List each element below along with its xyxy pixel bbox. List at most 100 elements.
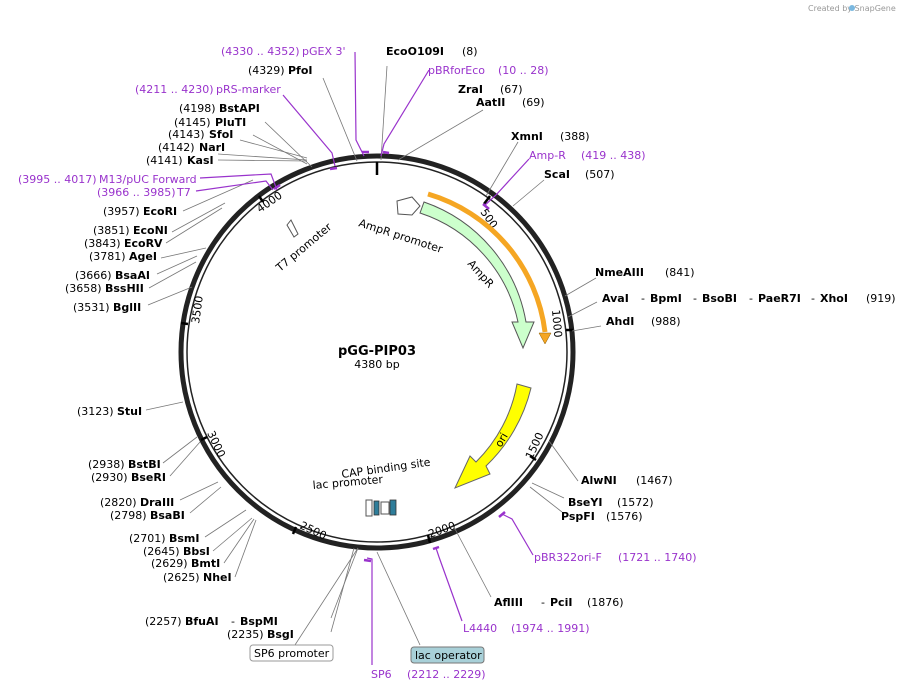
enzyme-position: (1576) [606,510,643,523]
enzyme-position: (2820) [100,496,137,509]
primer-label[interactable]: SP6 [371,668,392,681]
enzyme-label[interactable]: BseYI [568,496,602,509]
enzyme-label[interactable]: BfuAI [185,615,219,628]
enzyme-label[interactable]: PspFI [561,510,595,523]
enzyme-position: (2930) [91,471,128,484]
enzymes-left: (4329) PfoI (4198) BstAPI (4145) PluTI (… [65,64,313,641]
enzyme-label[interactable]: XmnI [511,130,543,143]
enzyme-label[interactable]: PaeR7I [758,292,801,305]
svg-text:-: - [749,292,753,305]
enzyme-position: (841) [665,266,695,279]
enzyme-position: (2629) [151,557,188,570]
sp6-promoter-box[interactable] [249,644,334,662]
enzyme-position: (2625) [163,571,200,584]
enzyme-label[interactable]: ScaI [544,168,570,181]
enzyme-label[interactable]: BsgI [267,628,294,641]
svg-text:-: - [541,596,545,609]
enzyme-position: (2701) [129,532,166,545]
enzyme-position: (4329) [248,64,285,77]
enzyme-label[interactable]: AgeI [129,250,157,263]
enzyme-label[interactable]: AlwNI [581,474,617,487]
enzyme-label[interactable]: NarI [199,141,225,154]
svg-text:-: - [811,292,815,305]
enzyme-position: (4145) [174,116,211,129]
lac-operator-box-label: lac operator [415,649,482,662]
ruler-tick [529,454,537,462]
enzyme-label[interactable]: StuI [117,405,142,418]
enzyme-label[interactable]: AvaI [602,292,629,305]
svg-text:-: - [693,292,697,305]
sp6-promoter-label: SP6 promoter [254,647,330,660]
enzyme-label[interactable]: BsmI [169,532,200,545]
primer-marks [273,150,506,563]
enzyme-label[interactable]: EcoRV [124,237,163,250]
enzyme-position: (1572) [617,496,654,509]
enzyme-label[interactable]: BstAPI [219,102,260,115]
enzyme-label[interactable]: NmeAIII [595,266,644,279]
enzyme-label[interactable]: BssHII [105,282,144,295]
primer-label[interactable]: Amp-R [529,149,566,162]
enzyme-label[interactable]: AflIII [494,596,523,609]
enzyme-label[interactable]: AhdI [606,315,634,328]
enzyme-label[interactable]: DraIII [140,496,174,509]
enzyme-label[interactable]: EcoRI [143,205,177,218]
primer-label[interactable]: pBR322ori-F [534,551,602,564]
enzyme-position: (3658) [65,282,102,295]
cap-binding-site-feature[interactable] [373,500,380,516]
enzyme-label[interactable]: BpmI [650,292,682,305]
enzyme-label[interactable]: KasI [187,154,214,167]
primer-range: (4211 .. 4230) [135,83,214,96]
snapgene-logo-icon [849,5,855,11]
primer-range: (1974 .. 1991) [511,622,590,635]
primer-label[interactable]: pBRforEco [428,64,485,77]
enzyme-label[interactable]: BbsI [183,545,210,558]
lac-promoter-feature[interactable] [365,499,373,517]
enzyme-label[interactable]: BsoBI [702,292,737,305]
primer-label[interactable]: M13/pUC Forward [99,173,197,186]
enzyme-label[interactable]: BsaAI [115,269,150,282]
enzyme-label[interactable]: PciI [550,596,572,609]
enzyme-label[interactable]: PluTI [215,116,246,129]
enzyme-label[interactable]: EcoNI [133,224,168,237]
enzyme-label[interactable]: EcoO109I [386,45,444,58]
ruler-tick [200,435,208,442]
enzyme-position: (4141) [146,154,183,167]
enzyme-label[interactable]: BglII [113,301,141,314]
enzyme-position: (988) [651,315,681,328]
enzyme-label[interactable]: ZraI [458,83,483,96]
enzyme-label[interactable]: BstBI [128,458,161,471]
enzyme-position: (388) [560,130,590,143]
enzyme-position: (2938) [88,458,125,471]
orf-arrow[interactable] [427,191,548,333]
enzyme-position: (3123) [77,405,114,418]
primer-label[interactable]: pGEX 3' [302,45,346,58]
primer-lines [195,51,534,665]
primer-range: (3995 .. 4017) [18,173,97,186]
primer-range: (4330 .. 4352) [221,45,300,58]
enzyme-label[interactable]: NheI [203,571,232,584]
enzyme-label[interactable]: SfoI [209,128,233,141]
enzyme-label[interactable]: BspMI [240,615,278,628]
ruler-tick [257,195,265,203]
plasmid-name: pGG-PIP03 [338,344,416,359]
enzyme-label[interactable]: XhoI [820,292,848,305]
enzyme-position: (3781) [89,250,126,263]
enzyme-label[interactable]: PfoI [288,64,313,77]
lac-operator-box[interactable] [410,646,485,664]
ampr-promoter-feature[interactable] [396,196,421,216]
enzyme-label[interactable]: BseRI [131,471,166,484]
cap-site-block [389,499,397,516]
ruler-tick [483,195,491,205]
ori-feature[interactable] [454,383,532,489]
primer-label[interactable]: L4440 [463,622,497,635]
ampr-feature[interactable] [419,201,535,350]
primer-label[interactable]: T7 [176,186,191,199]
enzyme-position: (3531) [73,301,110,314]
t7-promoter-feature[interactable] [286,219,299,238]
primer-label[interactable]: pRS-marker [216,83,281,96]
enzyme-label[interactable]: BmtI [191,557,220,570]
enzyme-label[interactable]: BsaBI [150,509,185,522]
enzyme-label[interactable]: AatII [476,96,505,109]
enzyme-position: (4198) [179,102,216,115]
lac-operator-feature[interactable] [380,501,390,515]
